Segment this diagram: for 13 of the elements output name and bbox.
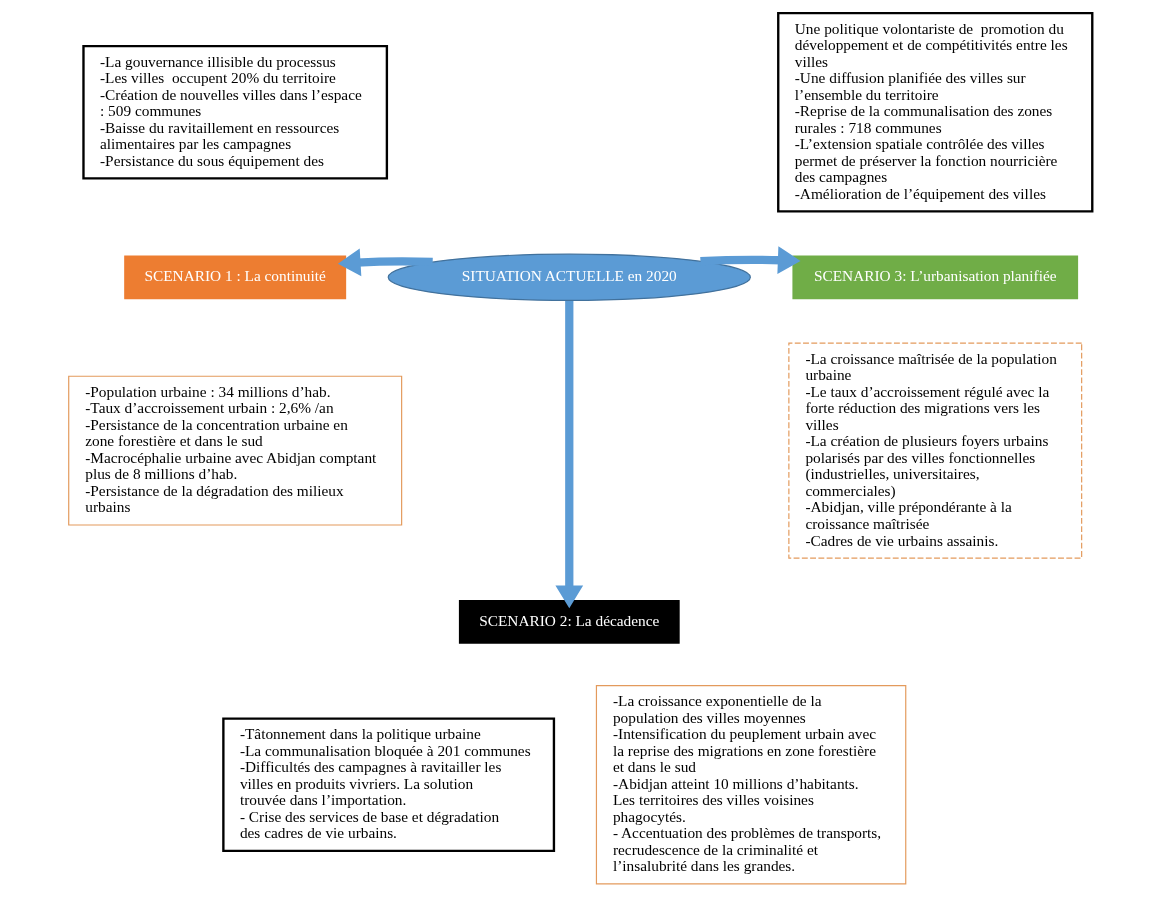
node-box: -La croissance maîtrisée de la population urbaine -Le taux d’accroissement régulé avec la forte réduction des migrations vers les villes -La création de plusieurs foyers urbains polarisés par des villes fonctionnelles (industrielles, universitaires, commerciales) -Abidjan, ville prépondérante à la croissance maîtrisée -Cadres de vie urbains assainis. [788, 342, 1083, 559]
node-box: SCENARIO 3: L’urbanisation planifiée [792, 255, 1079, 300]
node-box: SCENARIO 1 : La continuité [124, 255, 347, 300]
node-box: Une politique volontariste de promotion du développement et de compétitivités entre les villes -Une diffusion planifiée des villes sur l’ensemble du territoire -Reprise de la communalisation des zones rurales : 718 communes -L’extension spatiale contrôlée des villes permet de préserver la fonction nourricière des campagnes -Amélioration de l’équipement des villes [777, 11, 1094, 213]
arrow [337, 248, 433, 277]
node-box: -Population urbaine : 34 millions d’hab. -Taux d’accroissement urbain : 2,6% /an -Persistance de la concentration urbaine en zone forestière et dans le sud -Macrocéphalie urbaine avec Abidjan comptant plus de 8 millions d’hab. -Persistance de la dégradation des milieux urbains [68, 375, 403, 526]
node-box: SCENARIO 2: La décadence [458, 599, 680, 644]
arrow [555, 300, 584, 609]
node-box: -Tâtonnement dans la politique urbaine -La communalisation bloquée à 201 communes -Difficultés des campagnes à ravitailler les villes en produits vivriers. La solution trouvée dans l’importation. - Crise des services de base et dégradation des cadres de vie urbains. [222, 717, 556, 852]
node-box: -La gouvernance illisible du processus -Les villes occupent 20% du territoire -Création de nouvelles villes dans l’espace : 509 communes -Baisse du ravitaillement en ressources alimentaires par les campagnes -Persistance du sous équipement des [82, 45, 389, 180]
node-ellipse: SITUATION ACTUELLE en 2020 [387, 253, 751, 302]
node-box: -La croissance exponentielle de la population des villes moyennes -Intensification du peuplement urbain avec la reprise des migrations en zone forestière et dans le sud -Abidjan atteint 10 millions d’habitants. Les territoires des villes voisines phagocytés. - Accentuation des problèmes de transports, recrudescence de la criminalité et l’insalubrité dans les grandes. [595, 684, 907, 885]
arrow [700, 246, 801, 274]
